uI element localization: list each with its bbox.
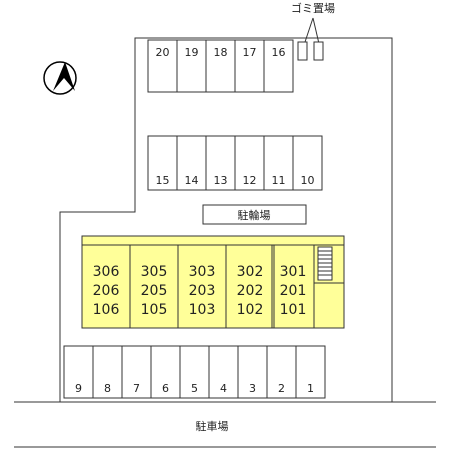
parking-stall-number: 14 — [185, 174, 199, 187]
parking-stall-number: 7 — [133, 382, 140, 395]
parking-stall: 3 — [237, 345, 268, 399]
parking-stall-number: 15 — [156, 174, 170, 187]
room-number: 201 — [280, 283, 307, 299]
garbage-bin — [313, 41, 324, 61]
parking-stall-number: 10 — [301, 174, 315, 187]
parking-stall-outline — [121, 345, 152, 399]
parking-stall-outline — [295, 345, 326, 399]
parking-stall-number: 17 — [243, 46, 257, 59]
parking-stall-number: 16 — [272, 46, 286, 59]
parking-stall: 5 — [179, 345, 210, 399]
room-number: 305 — [141, 264, 168, 280]
parking-stall: 15 — [147, 135, 178, 191]
parking-stall-outline — [176, 39, 207, 93]
parking-stall-number: 5 — [191, 382, 198, 395]
parking-stall-number: 4 — [220, 382, 227, 395]
parking-stall-number: 1 — [307, 382, 314, 395]
room-number: 105 — [141, 302, 168, 318]
parking-stall-number: 8 — [104, 382, 111, 395]
parking-row-bottom: 9 8 7 6 5 4 3 2 1 — [63, 345, 326, 399]
room-number: 306 — [93, 264, 120, 280]
parking-stall-outline — [263, 39, 294, 93]
room-number: 205 — [141, 283, 168, 299]
parking-stall-number: 13 — [214, 174, 228, 187]
parking-stall-outline — [266, 345, 297, 399]
parking-stall-outline — [205, 39, 236, 93]
bicycle-parking-label: 駐輪場 — [238, 208, 271, 222]
room-number: 103 — [189, 302, 216, 318]
parking-stall: 9 — [63, 345, 94, 399]
parking-stall: 14 — [176, 135, 207, 191]
parking-stall-outline — [147, 39, 178, 93]
stairs-icon — [317, 246, 333, 281]
parking-stall: 13 — [205, 135, 236, 191]
parking-stall-outline — [92, 345, 123, 399]
parking-stall-outline — [263, 135, 294, 191]
parking-stall: 12 — [234, 135, 265, 191]
parking-stall-number: 3 — [249, 382, 256, 395]
bicycle-parking — [202, 204, 307, 225]
apartment-unit-outline — [271, 244, 315, 329]
parking-stall: 16 — [263, 39, 294, 93]
room-number: 202 — [237, 283, 264, 299]
site-boundary — [59, 37, 393, 402]
parking-row-middle: 15 14 13 12 11 10 — [147, 135, 323, 191]
room-number: 301 — [280, 264, 307, 280]
room-number: 101 — [280, 302, 307, 318]
north-arrow-icon — [43, 61, 77, 95]
room-number: 106 — [93, 302, 120, 318]
parking-stall-number: 11 — [272, 174, 286, 187]
apartment-unit: 302 202 102 — [225, 244, 275, 329]
building-body — [81, 235, 345, 329]
apartment-building: 306 206 106 305 205 105 303 203 103 302 202 102 301 2… — [81, 235, 345, 329]
parking-stall: 10 — [292, 135, 323, 191]
room-number: 203 — [189, 283, 216, 299]
parking-stall-number: 20 — [156, 46, 170, 59]
parking-stall: 6 — [150, 345, 181, 399]
room-number: 302 — [237, 264, 264, 280]
room-number: 303 — [189, 264, 216, 280]
apartment-unit: 303 203 103 — [177, 244, 227, 329]
parking-stall-outline — [234, 135, 265, 191]
parking-stall-outline — [292, 135, 323, 191]
apartment-unit-outline — [225, 244, 275, 329]
parking-stall: 18 — [205, 39, 236, 93]
parking-stall-number: 6 — [162, 382, 169, 395]
room-number: 102 — [237, 302, 264, 318]
parking-stall: 17 — [234, 39, 265, 93]
building-units: 306 206 106 305 205 105 303 203 103 302 202 102 301 2… — [81, 244, 315, 329]
parking-stall: 11 — [263, 135, 294, 191]
parking-stall: 19 — [176, 39, 207, 93]
parking-stall: 4 — [208, 345, 239, 399]
parking-stall-outline — [150, 345, 181, 399]
apartment-unit: 301 201 101 — [271, 244, 315, 329]
parking-stall-outline — [179, 345, 210, 399]
parking-stall-number: 2 — [278, 382, 285, 395]
garbage-area-label: ゴミ置場 — [291, 1, 335, 15]
parking-lot-label: 駐車場 — [196, 419, 229, 433]
parking-stall-outline — [147, 135, 178, 191]
parking-stall: 8 — [92, 345, 123, 399]
parking-stall-number: 18 — [214, 46, 228, 59]
parking-stall-number: 9 — [75, 382, 82, 395]
parking-stall: 20 — [147, 39, 178, 93]
parking-stall-outline — [205, 135, 236, 191]
parking-stall-outline — [176, 135, 207, 191]
room-number: 206 — [93, 283, 120, 299]
parking-stall-number: 19 — [185, 46, 199, 59]
garbage-bin — [297, 41, 308, 61]
parking-stall: 7 — [121, 345, 152, 399]
parking-stall-number: 12 — [243, 174, 257, 187]
parking-stall: 1 — [295, 345, 326, 399]
parking-stall: 2 — [266, 345, 297, 399]
parking-row-top: 20 19 18 17 16 — [147, 39, 294, 93]
apartment-unit: 305 205 105 — [129, 244, 179, 329]
